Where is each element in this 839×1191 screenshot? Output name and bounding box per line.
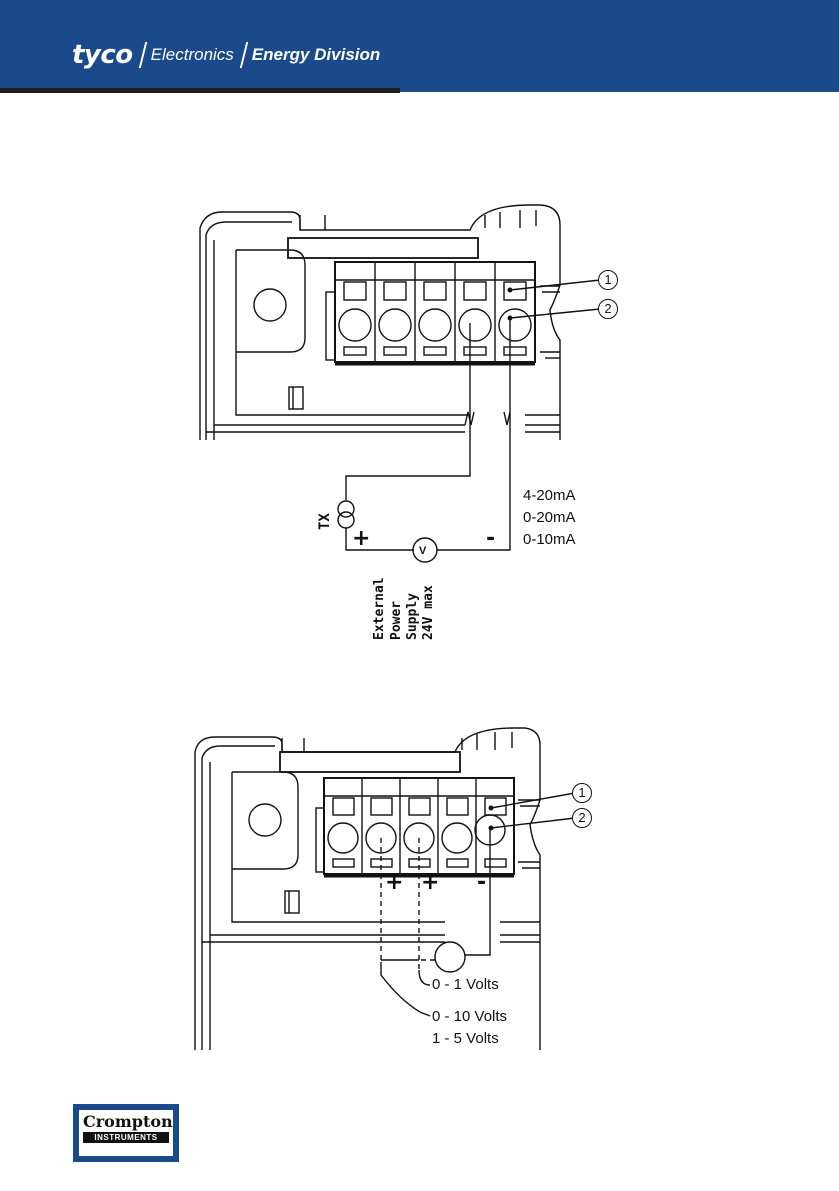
- supply-label-line-2: Power: [390, 601, 404, 640]
- minus-sign-current: -: [486, 528, 495, 550]
- callout-2-bottom: 2: [572, 808, 592, 828]
- supply-label-line-1: External: [373, 577, 387, 640]
- range-0-20ma: 0-20mA: [523, 509, 576, 527]
- voltmeter-symbol: V: [419, 542, 426, 560]
- meter-housing-top: [200, 205, 600, 440]
- range-4-20ma: 4-20mA: [523, 487, 576, 505]
- range-0-10-volts: 0 - 10 Volts: [432, 1008, 507, 1026]
- crompton-instruments: INSTRUMENTS: [83, 1132, 169, 1143]
- range-0-10ma: 0-10mA: [523, 531, 576, 549]
- crompton-logo: Crompton INSTRUMENTS: [73, 1104, 179, 1162]
- callout-2-top: 2: [598, 299, 618, 319]
- supply-label-line-4: 24V max: [422, 585, 436, 640]
- crompton-name: Crompton: [83, 1113, 169, 1131]
- plus-sign-voltage-2: +: [421, 872, 439, 894]
- callout-1-top: 1: [598, 270, 618, 290]
- minus-sign-voltage: -: [477, 872, 486, 894]
- range-1-5-volts: 1 - 5 Volts: [432, 1030, 499, 1048]
- plus-sign-current: +: [352, 528, 370, 550]
- tx-label: TX: [318, 513, 332, 530]
- plus-sign-voltage-1: +: [385, 872, 403, 894]
- supply-label-line-3: Supply: [406, 593, 420, 640]
- range-0-1-volts: 0 - 1 Volts: [432, 976, 499, 994]
- callout-1-bottom: 1: [572, 783, 592, 803]
